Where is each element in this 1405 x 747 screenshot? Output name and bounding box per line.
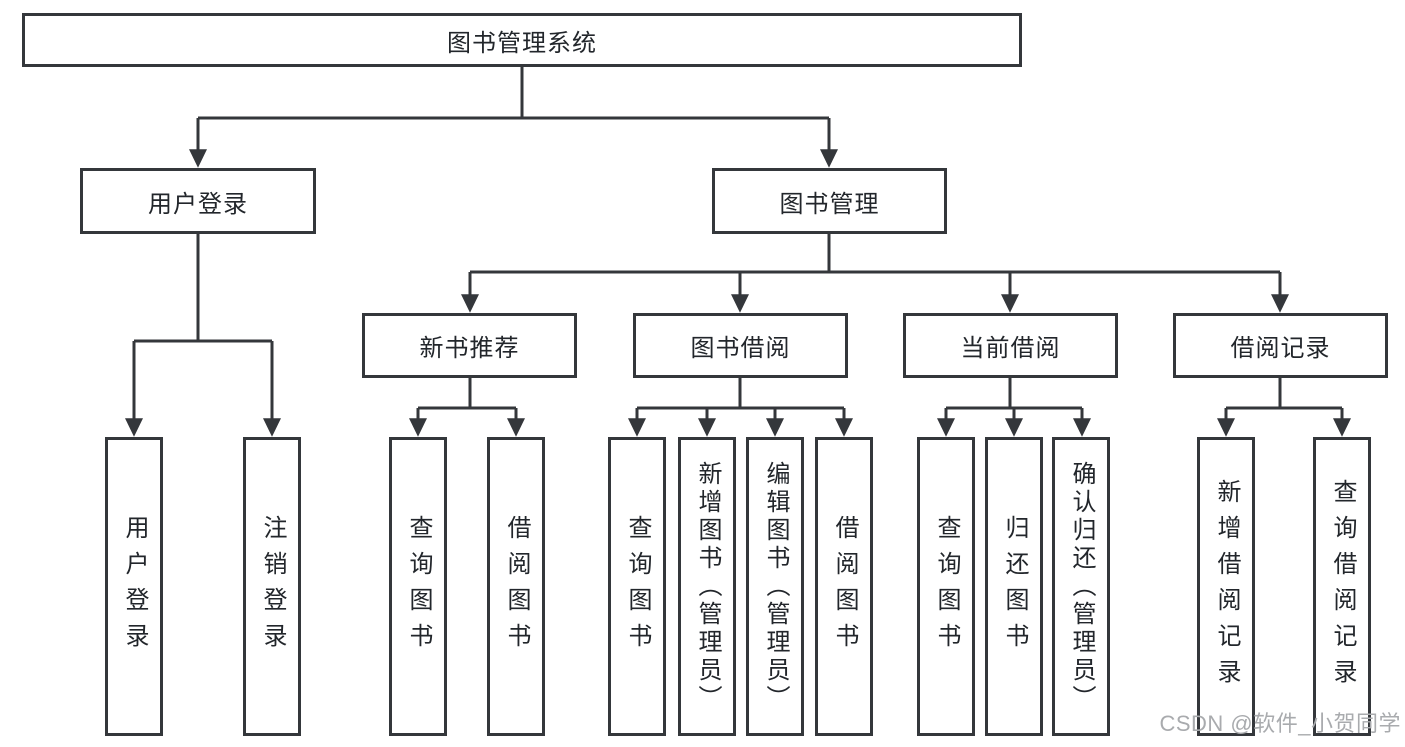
- node-root-label: 图书管理系统: [447, 29, 597, 57]
- bus-userlogin-children: [134, 234, 272, 343]
- leaf-bb-edit-books-admin-label: 编辑图书（管理员）: [762, 460, 789, 713]
- leaf-rec-query-books-label: 查询图书: [405, 514, 432, 659]
- leaf-cb-confirm-return-admin: 确认归还（管理员）: [1052, 437, 1110, 736]
- csdn-watermark: CSDN @软件_小贺同学: [1159, 711, 1401, 736]
- leaf-rec-query-books: 查询图书: [389, 437, 447, 736]
- leaf-br-query-record-label: 查询借阅记录: [1329, 478, 1356, 695]
- node-book-borrow: 图书借阅: [633, 313, 848, 378]
- leaf-br-add-record-label: 新增借阅记录: [1213, 478, 1240, 695]
- node-new-book-rec-label: 新书推荐: [419, 335, 520, 362]
- leaf-cb-query-books: 查询图书: [917, 437, 975, 736]
- leaf-bb-borrow-books-label: 借阅图书: [831, 514, 858, 659]
- node-borrow-record-label: 借阅记录: [1230, 335, 1331, 362]
- node-book-mgmt-label: 图书管理: [779, 190, 880, 218]
- leaf-rec-borrow-books: 借阅图书: [487, 437, 545, 736]
- node-user-login-label: 用户登录: [148, 190, 248, 218]
- leaf-cb-confirm-return-admin-label: 确认归还（管理员）: [1068, 460, 1095, 713]
- leaf-bb-add-books-admin: 新增图书（管理员）: [678, 437, 736, 736]
- node-book-borrow-label: 图书借阅: [690, 335, 791, 362]
- node-new-book-rec: 新书推荐: [362, 313, 577, 378]
- node-root: 图书管理系统: [22, 13, 1022, 67]
- bus-newbookrec-children: [418, 378, 516, 410]
- leaf-logout: 注销登录: [243, 437, 301, 736]
- bus-currentborrow-children: [946, 378, 1082, 410]
- leaf-rec-borrow-books-label: 借阅图书: [503, 514, 530, 659]
- leaf-bb-edit-books-admin: 编辑图书（管理员）: [746, 437, 804, 736]
- node-current-borrow-label: 当前借阅: [960, 335, 1061, 362]
- leaf-user-login-label: 用户登录: [121, 514, 148, 659]
- leaf-cb-return-books-label: 归还图书: [1001, 514, 1028, 659]
- leaf-logout-label: 注销登录: [259, 514, 286, 659]
- bus-bookmgmt-to-level3: [470, 234, 1280, 274]
- leaf-bb-query-books: 查询图书: [608, 437, 666, 736]
- bus-bookborrow-children: [637, 378, 844, 410]
- leaf-bb-borrow-books: 借阅图书: [815, 437, 873, 736]
- bus-borrowrecord-children: [1226, 378, 1342, 410]
- node-user-login: 用户登录: [80, 168, 316, 234]
- node-book-mgmt: 图书管理: [712, 168, 947, 234]
- bus-root-to-level2: [198, 67, 829, 120]
- node-current-borrow: 当前借阅: [903, 313, 1118, 378]
- leaf-bb-query-books-label: 查询图书: [624, 514, 651, 659]
- leaf-user-login: 用户登录: [105, 437, 163, 736]
- leaf-cb-return-books: 归还图书: [985, 437, 1043, 736]
- leaf-cb-query-books-label: 查询图书: [933, 514, 960, 659]
- leaf-bb-add-books-admin-label: 新增图书（管理员）: [694, 460, 721, 713]
- node-borrow-record: 借阅记录: [1173, 313, 1388, 378]
- leaf-br-add-record: 新增借阅记录: [1197, 437, 1255, 736]
- leaf-br-query-record: 查询借阅记录: [1313, 437, 1371, 736]
